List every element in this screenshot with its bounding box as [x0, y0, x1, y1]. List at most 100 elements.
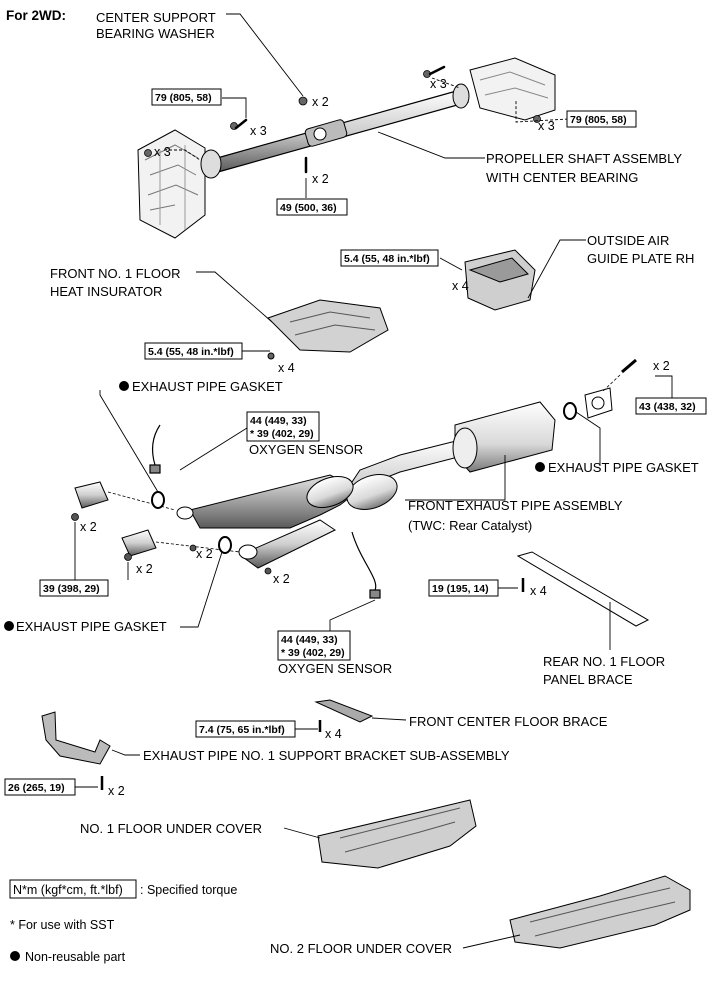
qty-washer: x 2: [312, 95, 329, 109]
svg-text:39 (398, 29): 39 (398, 29): [43, 583, 100, 595]
svg-text:5.4 (55, 48 in.*lbf): 5.4 (55, 48 in.*lbf): [344, 253, 430, 265]
torque-front-center-brace: 7.4 (75, 65 in.*lbf): [195, 720, 296, 738]
section-title: For 2WD:: [6, 8, 66, 23]
torque-center-bearing: 49 (500, 36): [276, 198, 348, 216]
leader-front-exhaust-pipe: [405, 455, 506, 501]
floor-under-cover-2: [509, 875, 691, 949]
torque-heat-insulator: 5.4 (55, 48 in.*lbf): [144, 342, 243, 360]
leader-front-center-brace: [371, 717, 407, 721]
label-propeller-shaft-1: PROPELLER SHAFT ASSEMBLY: [486, 151, 682, 166]
torque-prop-right: 79 (805, 58): [566, 110, 637, 128]
rear-floor-panel-brace: [516, 551, 650, 627]
qty-front-center-brace: x 4: [325, 727, 342, 741]
heat-insulator: [267, 299, 389, 353]
qty-flange-rear: x 2: [653, 359, 670, 373]
qty-flange-bolts: x 2: [196, 547, 213, 561]
leader-sensor-top: [179, 427, 248, 471]
qty-brace-rear: x 4: [530, 584, 547, 598]
torque-flange-rear: 43 (438, 32): [635, 397, 707, 415]
bolt-icon: [621, 358, 637, 374]
svg-text:44 (449, 33): 44 (449, 33): [281, 634, 338, 646]
qty-support-bracket: x 2: [108, 784, 125, 798]
label-floor-cover-1: NO. 1 FLOOR UNDER COVER: [80, 821, 262, 836]
front-pipes: [74, 481, 157, 557]
svg-text:* 39 (402, 29): * 39 (402, 29): [281, 647, 345, 659]
svg-text:49 (500, 36): 49 (500, 36): [280, 202, 337, 214]
label-center-support-washer-2: BEARING WASHER: [96, 26, 215, 41]
svg-text:N*m (kgf*cm, ft.*lbf): N*m (kgf*cm, ft.*lbf): [13, 883, 123, 897]
label-gasket-left: EXHAUST PIPE GASKET: [16, 619, 167, 634]
leader-floor-cover-1: [283, 827, 321, 839]
label-propeller-shaft-2: WITH CENTER BEARING: [486, 170, 638, 185]
svg-text:5.4 (55, 48 in.*lbf): 5.4 (55, 48 in.*lbf): [148, 346, 234, 358]
svg-text:: Specified torque: : Specified torque: [140, 883, 237, 897]
label-support-bracket: EXHAUST PIPE NO. 1 SUPPORT BRACKET SUB-A…: [143, 748, 510, 763]
leader-gasket-left: [180, 551, 223, 628]
non-reusable-mark-icon: [4, 621, 14, 631]
label-twc-note: (TWC: Rear Catalyst): [408, 518, 532, 533]
leader-gasket-top: [99, 390, 159, 493]
label-rear-brace-1: REAR NO. 1 FLOOR: [543, 654, 665, 669]
label-front-center-brace: FRONT CENTER FLOOR BRACE: [409, 714, 608, 729]
label-front-exhaust-pipe: FRONT EXHAUST PIPE ASSEMBLY: [408, 498, 623, 513]
label-gasket-top: EXHAUST PIPE GASKET: [132, 379, 283, 394]
oxygen-sensor-top: [149, 424, 161, 474]
non-reusable-mark-icon: [10, 951, 20, 961]
torque-brace-rear: 19 (195, 14): [428, 579, 499, 597]
torque-sensor-top: 44 (449, 33) * 39 (402, 29): [246, 411, 320, 442]
svg-text:79 (805, 58): 79 (805, 58): [155, 92, 212, 104]
propeller-shaft: [200, 83, 470, 179]
svg-text:79 (805, 58): 79 (805, 58): [570, 114, 627, 126]
label-floor-cover-2: NO. 2 FLOOR UNDER COVER: [270, 941, 452, 956]
torque-prop-left: 79 (805, 58): [151, 88, 222, 106]
bolt-icon: [267, 352, 275, 360]
label-outside-air-guide-1: OUTSIDE AIR: [587, 233, 669, 248]
leader-floor-cover-2: [462, 934, 521, 949]
non-reusable-mark-icon: [535, 462, 545, 472]
qty-prop-right-top: x 3: [430, 77, 447, 91]
svg-text:7.4 (75, 65 in.*lbf): 7.4 (75, 65 in.*lbf): [199, 724, 285, 736]
qty-prop-right-nuts: x 3: [538, 119, 555, 133]
label-outside-air-guide-2: GUIDE PLATE RH: [587, 251, 694, 266]
label-rear-brace-2: PANEL BRACE: [543, 672, 633, 687]
leader-air-guide: [439, 239, 586, 299]
transmission-housing: [137, 129, 206, 239]
svg-text:19 (195, 14): 19 (195, 14): [432, 583, 489, 595]
svg-text:43 (438, 32): 43 (438, 32): [639, 401, 696, 413]
qty-flange-nuts: x 2: [273, 572, 290, 586]
outside-air-guide-plate: [464, 249, 536, 311]
label-center-support-washer-1: CENTER SUPPORT: [96, 10, 216, 25]
label-heat-insulator-2: HEAT INSURATOR: [50, 284, 162, 299]
svg-text:44 (449, 33): 44 (449, 33): [250, 415, 307, 427]
leader-lines: [164, 13, 569, 198]
legend-non-reusable: Non-reusable part: [25, 950, 126, 964]
svg-text:26 (265, 19): 26 (265, 19): [8, 782, 65, 794]
rear-flange: [584, 387, 613, 419]
leader-flange-rear: [655, 375, 673, 398]
torque-support-bracket: 26 (265, 19): [4, 778, 76, 796]
qty-front-nut-b: x 2: [136, 562, 153, 576]
exhaust-support-bracket: [41, 711, 111, 765]
alignment-lines: [601, 374, 621, 393]
floor-under-cover-1: [317, 799, 477, 869]
leader-support-bracket: [111, 749, 140, 756]
qty-front-nut-a: x 2: [80, 520, 97, 534]
torque-front-flange: 39 (398, 29): [39, 579, 109, 597]
gasket-icon: [151, 402, 577, 554]
legend-sst-note: * For use with SST: [10, 918, 115, 932]
oxygen-sensor-bottom: [351, 531, 381, 599]
nut-icon: [71, 513, 272, 575]
label-heat-insulator-1: FRONT NO. 1 FLOOR: [50, 266, 181, 281]
front-center-floor-brace: [314, 699, 374, 723]
qty-center-bearing-bolts: x 2: [312, 172, 329, 186]
torque-air-guide: 5.4 (55, 48 in.*lbf): [340, 249, 439, 267]
qty-prop-left-nuts: x 3: [154, 145, 171, 159]
qty-air-guide: x 4: [452, 279, 469, 293]
legend-torque: N*m (kgf*cm, ft.*lbf) : Specified torque: [9, 879, 237, 899]
label-gasket-right: EXHAUST PIPE GASKET: [548, 460, 699, 475]
bolt-icon: [234, 65, 446, 174]
qty-prop-left-bolts: x 3: [250, 124, 267, 138]
leader-sensor-bottom: [329, 599, 376, 632]
label-oxygen-sensor-top: OXYGEN SENSOR: [249, 442, 363, 457]
